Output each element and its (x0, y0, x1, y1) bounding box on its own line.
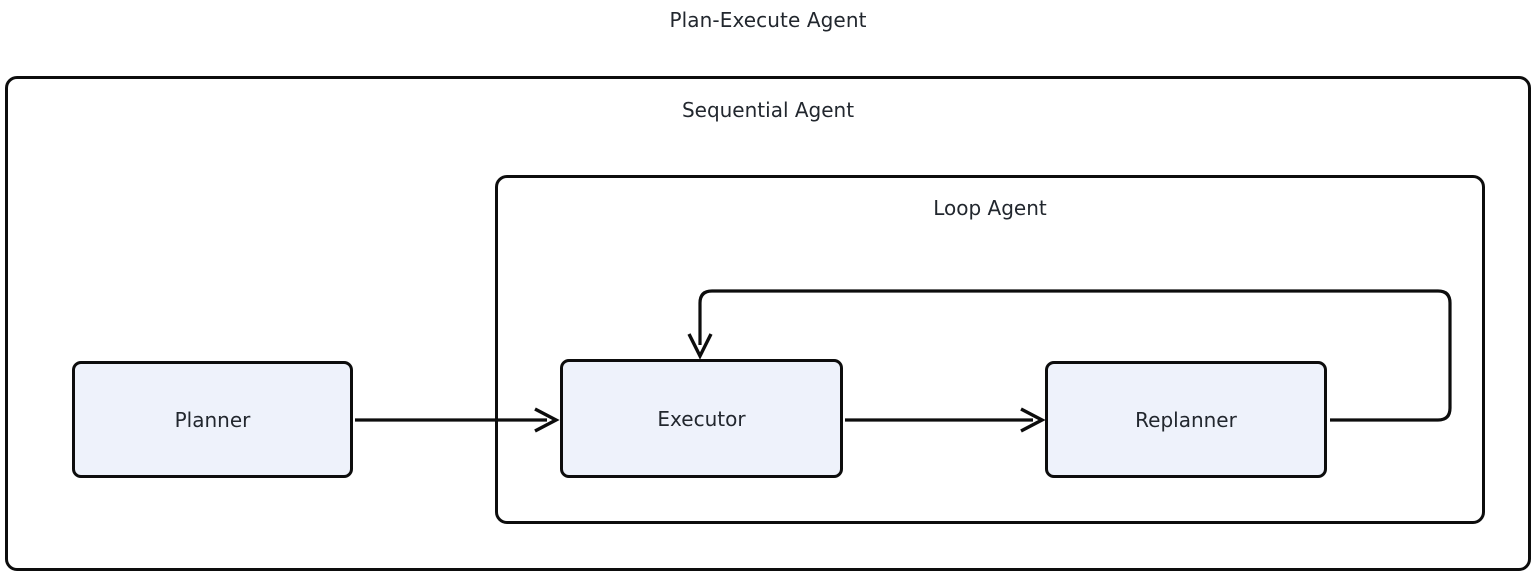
node-planner-label: Planner (174, 407, 251, 432)
node-replanner-label: Replanner (1135, 407, 1237, 432)
page-title: Plan-Execute Agent (669, 8, 867, 32)
container-sequential-agent: Sequential Agent (5, 76, 1531, 571)
node-replanner[interactable]: Replanner (1045, 361, 1327, 478)
container-label-loop-agent: Loop Agent (933, 196, 1047, 220)
node-planner[interactable]: Planner (72, 361, 353, 478)
node-executor[interactable]: Executor (560, 359, 843, 478)
container-loop-agent: Loop Agent (495, 175, 1485, 524)
container-label-sequential-agent: Sequential Agent (681, 98, 855, 122)
node-executor-label: Executor (657, 406, 746, 431)
